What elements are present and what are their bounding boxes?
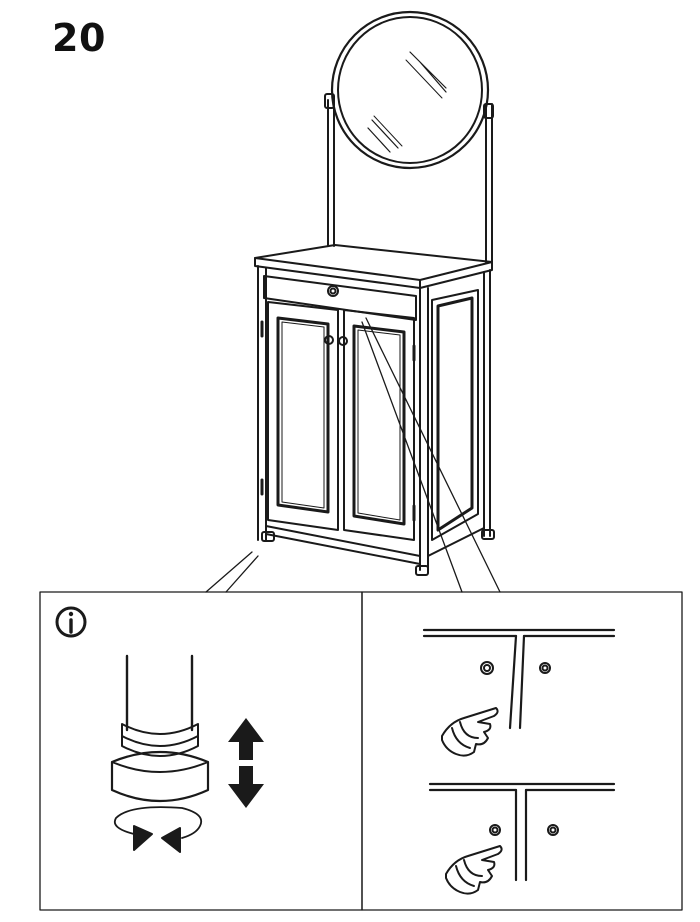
mirror-posts	[324, 93, 494, 263]
info-icon	[55, 606, 87, 638]
doors-aligned-view	[428, 782, 616, 882]
adjustable-foot	[110, 654, 210, 803]
step-number: 20	[52, 16, 106, 60]
pointing-hand-icon-lower	[445, 845, 503, 895]
detail-panels	[39, 591, 683, 911]
cabinet	[254, 244, 495, 576]
rotate-arrow-icon	[113, 806, 203, 853]
callout-lines	[205, 317, 501, 593]
doors-misaligned-view	[422, 628, 616, 730]
up-down-arrow-icon	[228, 718, 264, 808]
round-mirror	[330, 10, 490, 170]
pointing-hand-icon	[441, 707, 499, 757]
